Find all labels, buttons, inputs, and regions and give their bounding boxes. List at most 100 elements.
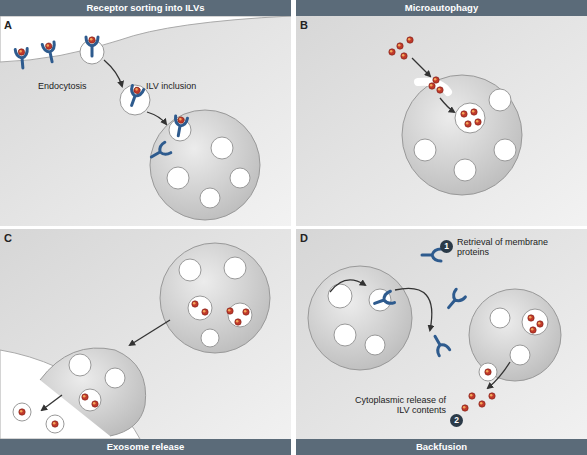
panel-letter: C — [4, 232, 12, 244]
ligand-highlight — [236, 320, 239, 323]
ligand-highlight — [434, 78, 437, 81]
ligand-dot — [227, 308, 233, 314]
panel-ground — [0, 0, 291, 226]
ilv — [454, 159, 476, 181]
ligand-highlight — [538, 322, 541, 325]
ligand-highlight — [398, 44, 401, 47]
ligand-dot — [92, 401, 98, 407]
ilv — [79, 389, 101, 411]
panel-ground — [296, 229, 587, 455]
ligand-highlight — [438, 88, 441, 91]
ligand-highlight — [462, 112, 465, 115]
ligand-dot — [475, 119, 481, 125]
multivesicular-body — [160, 243, 270, 353]
multivesicular-body — [150, 110, 260, 220]
exosome — [13, 403, 31, 421]
ilv — [105, 368, 125, 388]
panel-title: Receptor sorting into ILVs — [0, 0, 291, 16]
receptor-symbol — [148, 142, 170, 162]
step-label: Endocytosis — [38, 82, 87, 92]
receptor-symbol — [430, 333, 450, 355]
ligand-dot — [485, 369, 491, 375]
figure-panel: Exosome release — [0, 229, 291, 455]
panel-title: Exosome release — [0, 439, 291, 455]
ligand-dot — [530, 327, 536, 333]
figure-panel: Receptor sorting into ILVs — [0, 0, 291, 226]
multivesicular-body — [402, 75, 522, 195]
panel-title: Microautophagy — [296, 0, 587, 16]
ilv-with-cargo — [455, 103, 485, 133]
ligand-highlight — [390, 50, 393, 53]
ligand-dot — [437, 87, 443, 93]
ilv-releasing — [479, 363, 497, 381]
panel-letter: A — [4, 19, 12, 31]
panel-title: Backfusion — [296, 439, 587, 455]
ligand-dot — [433, 77, 439, 83]
ligand-highlight — [408, 38, 411, 41]
ligand-dot — [471, 109, 477, 115]
ilv — [69, 354, 91, 376]
ligand-highlight — [470, 394, 473, 397]
ilv-with-cargo — [522, 309, 548, 335]
panel-letter: B — [300, 19, 308, 31]
receptor-symbol — [42, 42, 58, 63]
ligand-dot — [465, 121, 471, 127]
ligand-highlight — [20, 410, 23, 413]
multivesicular-body — [308, 266, 412, 370]
ligand-highlight — [83, 395, 86, 398]
ligand-highlight — [53, 422, 56, 425]
ligand-dot — [401, 53, 407, 59]
ilv — [188, 296, 212, 320]
ligand-dot — [192, 301, 198, 307]
ligand-highlight — [93, 402, 96, 405]
fused-mvb — [40, 348, 146, 436]
ligand-dot — [52, 421, 58, 427]
extracellular-space — [0, 16, 291, 62]
ilv — [228, 303, 252, 327]
ligand-dot — [82, 394, 88, 400]
ligand-highlight — [476, 120, 479, 123]
ilv — [211, 137, 233, 159]
ligand-highlight — [244, 310, 247, 313]
figure-panel: Backfusion — [296, 229, 587, 455]
receptor-symbol — [172, 116, 187, 137]
ilv — [167, 167, 189, 189]
multivesicular-body — [469, 289, 561, 381]
ilv — [365, 335, 385, 355]
ligand-dot — [462, 405, 468, 411]
ligand-dot — [243, 309, 249, 315]
panel-letter: D — [300, 232, 308, 244]
ilv — [414, 139, 436, 161]
ilv — [230, 168, 250, 188]
ligand-highlight — [531, 328, 534, 331]
ligand-dot — [389, 49, 395, 55]
receptor-symbol — [373, 291, 395, 309]
ligand-highlight — [203, 310, 206, 313]
ilv — [328, 284, 352, 308]
ligand-dot — [469, 393, 475, 399]
ligand-highlight — [529, 316, 532, 319]
callout-label: Cytoplasmic release of ILV contents — [352, 396, 446, 416]
step-label: ILV inclusion — [146, 82, 196, 92]
callout-number: 1 — [440, 240, 453, 253]
callout-number: 2 — [450, 414, 463, 427]
ilv — [200, 188, 220, 208]
receptor-symbol — [86, 37, 98, 56]
ligand-dot — [202, 309, 208, 315]
ilv — [334, 324, 356, 346]
ligand-highlight — [480, 402, 483, 405]
ligand-dot — [397, 43, 403, 49]
ligand-highlight — [466, 122, 469, 125]
ilv — [201, 329, 219, 347]
ligand-highlight — [490, 394, 493, 397]
exosome — [46, 415, 64, 433]
panel-ground — [296, 0, 587, 226]
ilv — [494, 139, 516, 161]
ligand-dot — [479, 401, 485, 407]
ilv — [224, 257, 246, 279]
ilv — [490, 308, 510, 328]
ligand-highlight — [193, 302, 196, 305]
receptor-symbol — [422, 249, 441, 261]
figure-panel: Microautophagy — [296, 0, 587, 226]
